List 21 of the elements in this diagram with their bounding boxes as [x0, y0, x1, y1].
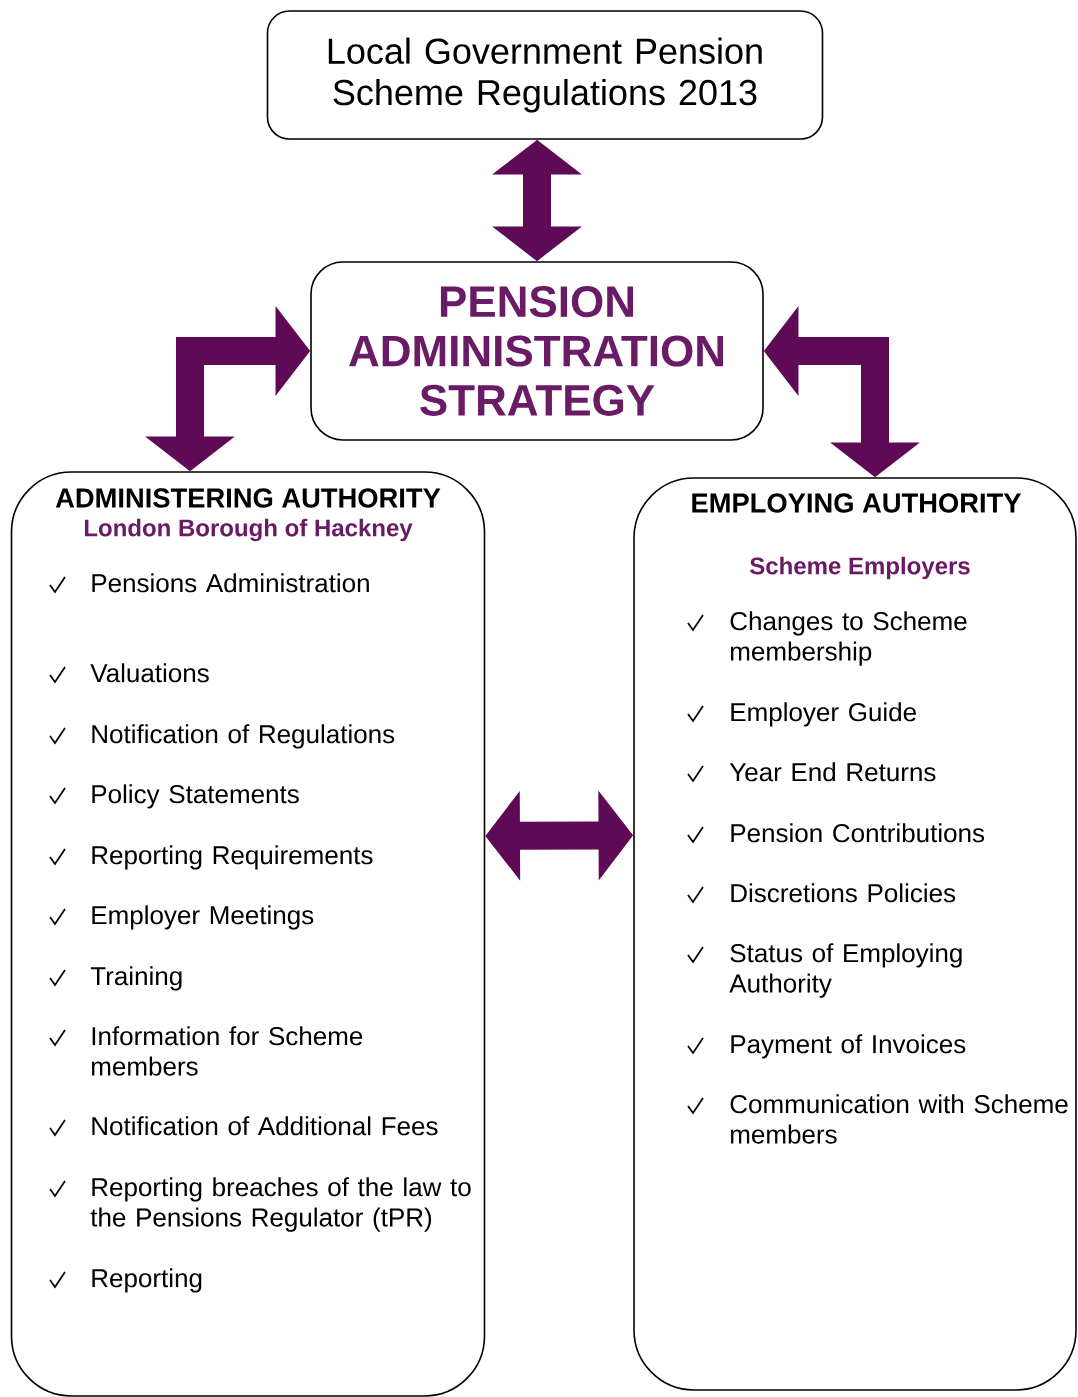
- list-item: Valuations: [90, 663, 209, 683]
- list-item: Reporting breaches of the law to the Pensions Regulator (tPR): [90, 1177, 471, 1232]
- list-item: Pension Contributions: [731, 823, 985, 843]
- list-item: Notification of Additional Fees: [92, 1116, 438, 1136]
- regulation-box: Local Government Pension Scheme Regulations 2013: [266, 10, 824, 140]
- list-item: Payment of Invoices: [731, 1034, 966, 1059]
- list-item: Employer Guide: [731, 702, 916, 727]
- list-item: Communication with Scheme members: [730, 1094, 1068, 1144]
- list-item: Reporting: [92, 1268, 202, 1293]
- list-item: Information for Scheme members: [92, 1026, 363, 1076]
- list-item: Changes to Scheme membership: [730, 611, 967, 666]
- list-item: Notification of Regulations: [92, 724, 395, 749]
- list-item: Status of Employing Authority: [729, 943, 962, 998]
- list-item: Discretions Policies: [731, 883, 956, 903]
- strategy-box: PENSION ADMINISTRATION STRATEGY: [310, 261, 764, 441]
- list-item: Reporting Requirements: [92, 845, 373, 870]
- list-item: Employer Meetings: [92, 905, 314, 930]
- list-item: Training: [90, 966, 182, 991]
- list-item: Policy Statements: [92, 784, 299, 809]
- list-item: Pensions Administration: [92, 573, 369, 593]
- list-item: Year End Returns: [729, 762, 936, 782]
